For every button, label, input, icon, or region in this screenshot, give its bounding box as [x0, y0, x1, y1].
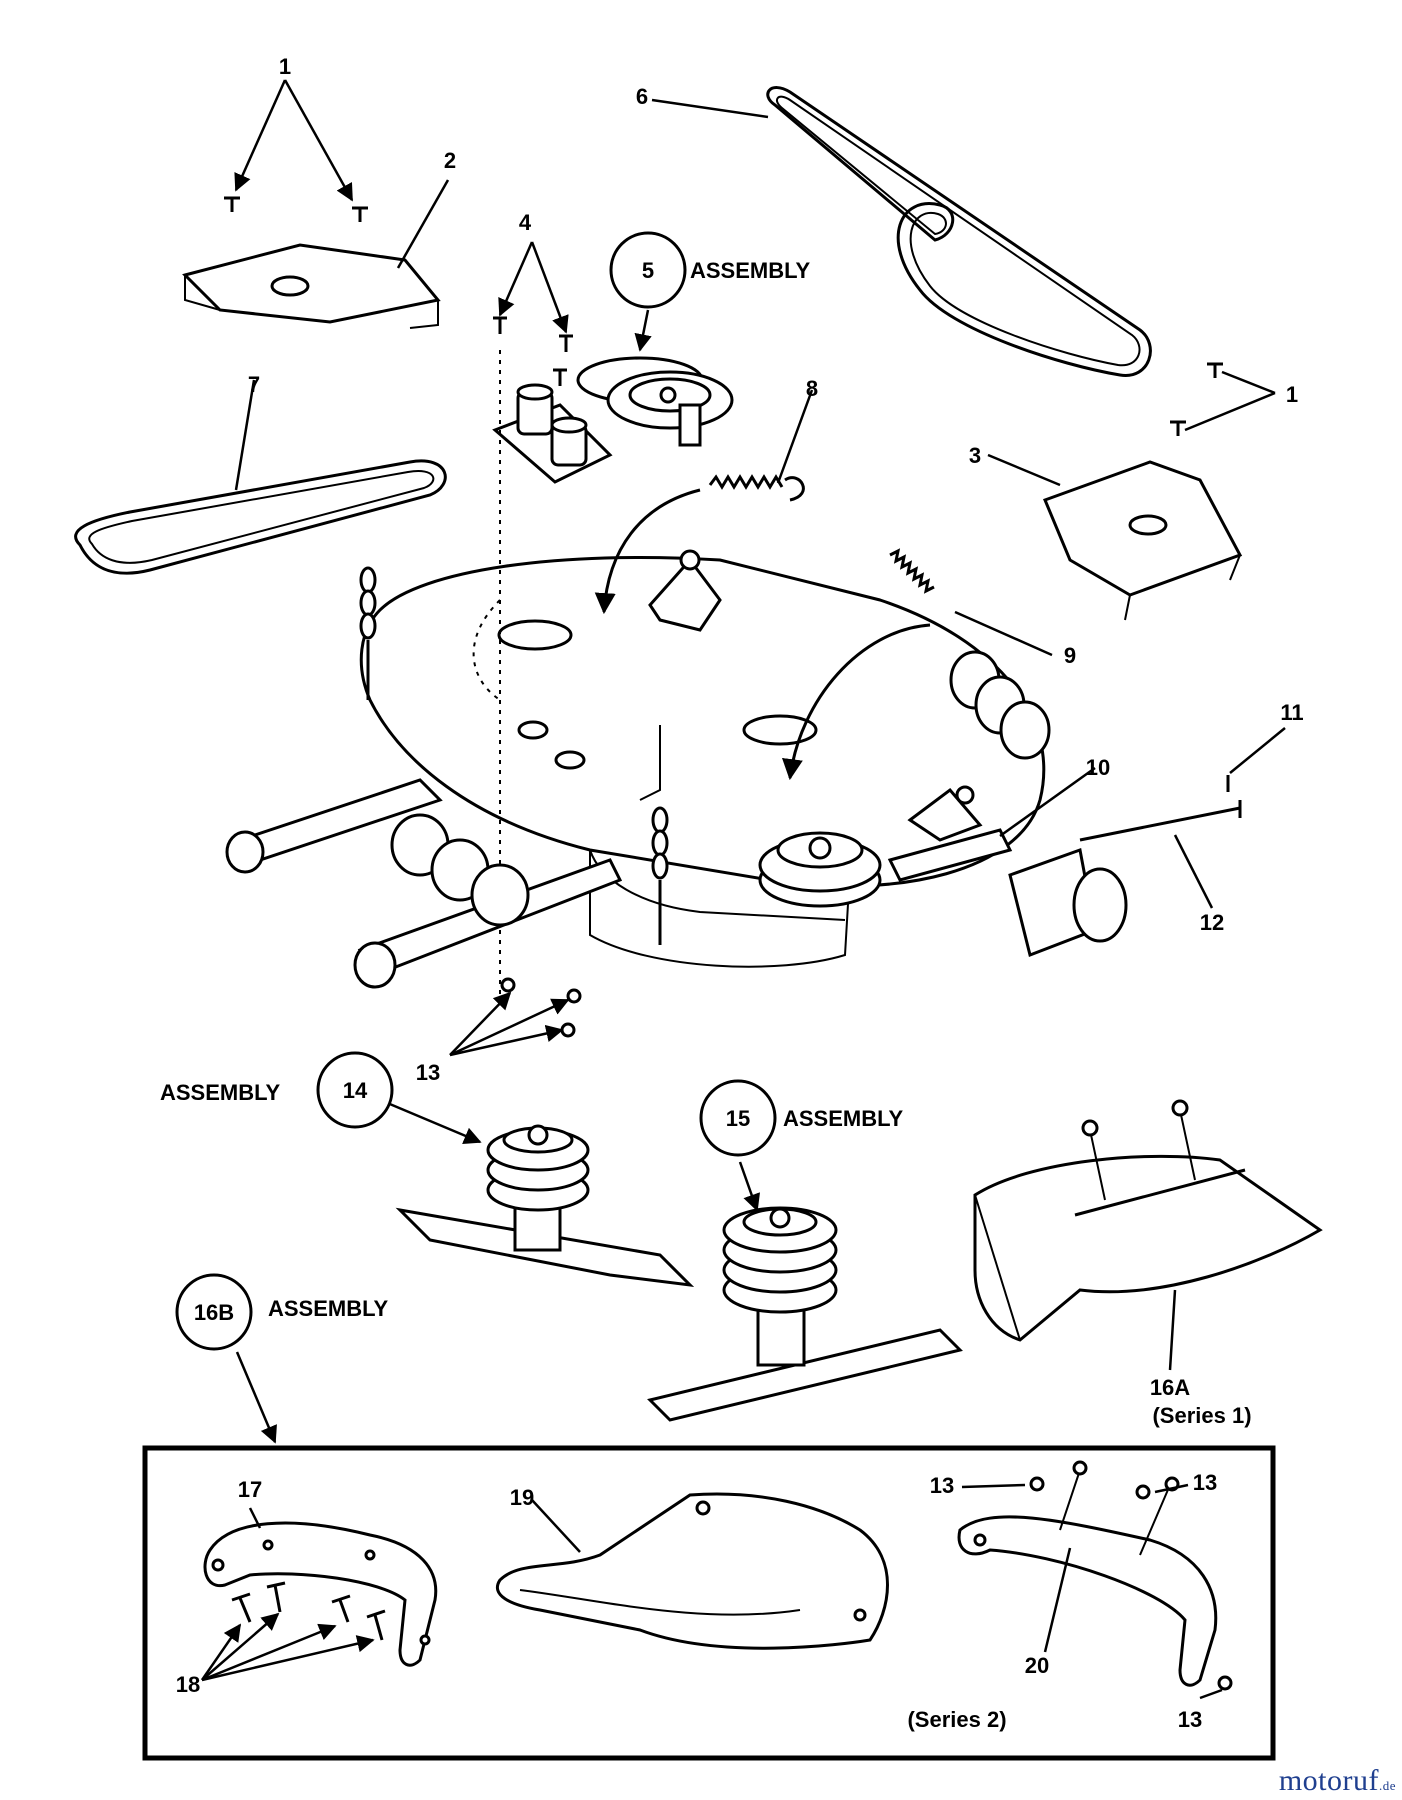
watermark-suffix: .de [1378, 1778, 1396, 1793]
label-9: 9 [1064, 643, 1076, 668]
spring-8 [708, 474, 805, 502]
watermark-main: motoruf [1278, 1764, 1379, 1797]
label-3: 3 [969, 443, 981, 468]
belt-cover-2 [182, 243, 441, 329]
chain-left [359, 566, 377, 700]
label-12: 12 [1200, 910, 1224, 935]
idler-bracket-assembly [492, 356, 734, 484]
label-13-box-left: 13 [930, 1473, 954, 1498]
deck-pulley [758, 831, 882, 908]
chain-center [651, 806, 669, 945]
belt-6 [766, 86, 1152, 377]
deck-brackets [648, 549, 1013, 882]
deflector-19 [496, 1492, 889, 1650]
belt-cover-3 [1043, 460, 1243, 621]
spindle-assembly-15 [647, 1206, 963, 1422]
label-13-box-bottom: 13 [1178, 1707, 1202, 1732]
label-6: 6 [636, 84, 648, 109]
label-20: 20 [1025, 1653, 1049, 1678]
label-series-2: (Series 2) [907, 1707, 1006, 1732]
label-2: 2 [444, 148, 456, 173]
callout-circle-15 [699, 1079, 777, 1157]
watermark: motoruf.de [1279, 1764, 1396, 1798]
label-19: 19 [510, 1485, 534, 1510]
series-2-box [142, 1445, 1276, 1761]
mower-deck [359, 350, 1046, 1000]
label-4: 4 [519, 210, 532, 235]
label-14: 14 [343, 1078, 368, 1103]
label-1-right: 1 [1286, 382, 1298, 407]
rollers-right [949, 650, 1128, 958]
bolts-1-left [224, 196, 368, 222]
callout-circle-14 [316, 1051, 394, 1129]
bolts-1-right [1170, 362, 1223, 436]
bracket-17 [203, 1521, 438, 1667]
label-11: 11 [1280, 700, 1303, 725]
label-16a: 16A [1150, 1375, 1190, 1400]
label-assembly-5: ASSEMBLY [690, 258, 811, 283]
label-7: 7 [248, 372, 260, 397]
callout-circle-5 [609, 231, 687, 309]
label-assembly-14: ASSEMBLY [160, 1080, 281, 1105]
belt-7 [74, 459, 447, 575]
label-1-top: 1 [279, 54, 291, 79]
label-16b: 16B [194, 1300, 234, 1325]
bolts-4 [493, 316, 573, 386]
label-13-box-right: 13 [1193, 1470, 1217, 1495]
label-5: 5 [642, 258, 654, 283]
label-16a-series: (Series 1) [1152, 1403, 1251, 1428]
spring-9 [889, 548, 935, 594]
label-17: 17 [238, 1477, 262, 1502]
spring-arrows [594, 488, 931, 781]
rollers-left [225, 778, 623, 989]
label-10: 10 [1086, 755, 1110, 780]
rod-12 [1079, 800, 1242, 842]
bolts-18 [231, 1581, 386, 1641]
label-15: 15 [726, 1106, 750, 1131]
label-13-center: 13 [416, 1060, 440, 1085]
spindle-assembly-14 [395, 1124, 695, 1288]
leader-lines [200, 79, 1286, 1700]
bracket-20 [957, 1460, 1218, 1687]
label-assembly-15: ASSEMBLY [783, 1106, 904, 1131]
discharge-chute-16a [973, 1099, 1323, 1342]
label-18: 18 [176, 1672, 200, 1697]
nuts-13-series2 [1029, 1476, 1233, 1691]
nuts-13 [500, 977, 582, 1038]
label-assembly-16b: ASSEMBLY [268, 1296, 389, 1321]
callout-circle-16b [175, 1273, 253, 1351]
label-8: 8 [806, 376, 818, 401]
